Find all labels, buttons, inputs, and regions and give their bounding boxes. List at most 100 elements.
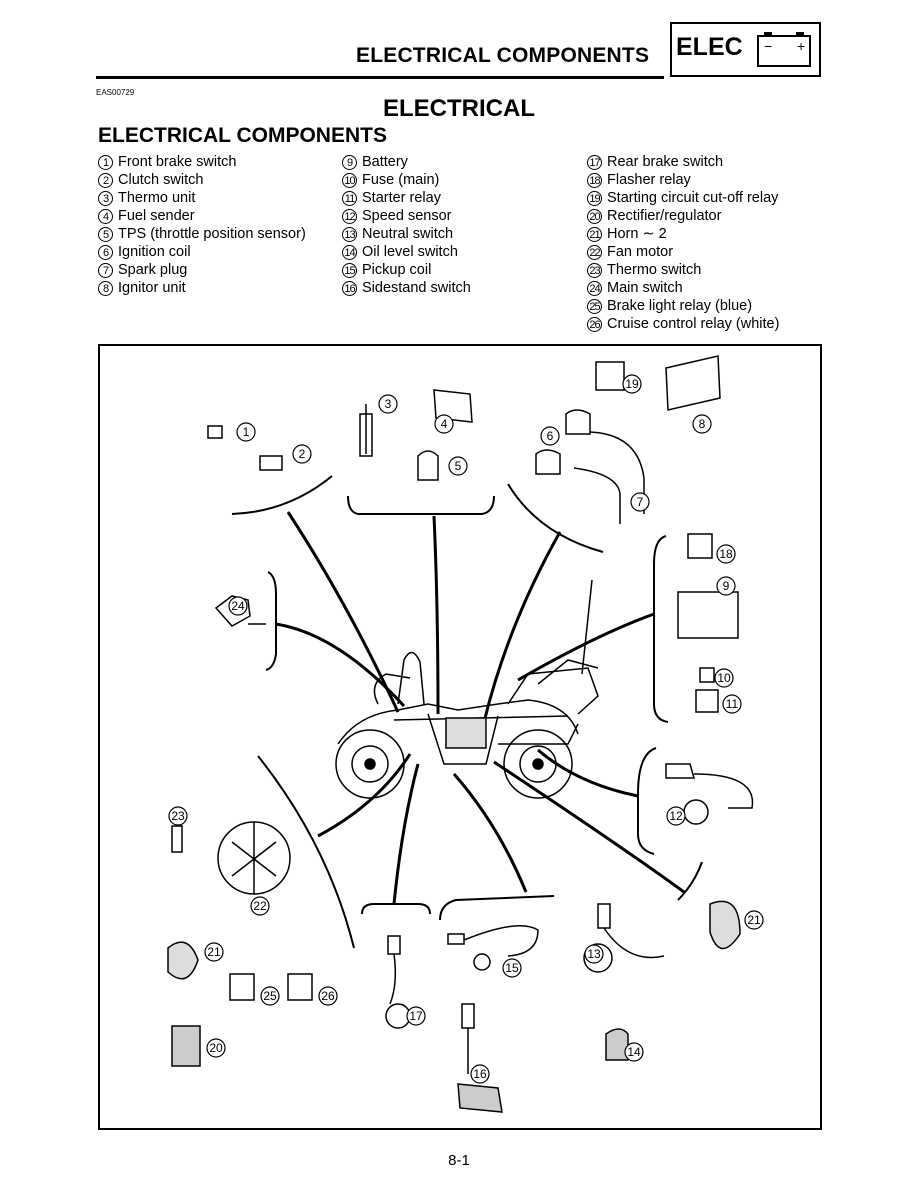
callout-15: 15 — [502, 958, 522, 978]
callout-label: 17 — [409, 1009, 423, 1023]
legend-number: 1 — [98, 154, 113, 170]
legend-number: 16 — [342, 280, 357, 296]
legend-label: Fuel sender — [118, 208, 195, 224]
legend-label: Speed sensor — [362, 208, 452, 224]
callout-label: 21 — [207, 945, 221, 959]
callout-4: 4 — [434, 414, 454, 434]
legend-number: 6 — [98, 244, 113, 260]
callout-21-right: 21 — [744, 910, 764, 930]
battery-plus: + — [797, 38, 805, 54]
legend-item: 16 Sidestand switch — [342, 279, 471, 297]
legend-number: 21 — [587, 226, 602, 242]
callout-label: 11 — [726, 697, 739, 711]
callout-21-left: 21 — [204, 942, 224, 962]
callout-label: 6 — [547, 429, 554, 443]
callout-label: 25 — [263, 989, 277, 1003]
legend-label: Rear brake switch — [607, 154, 724, 170]
legend-item: 10 Fuse (main) — [342, 171, 471, 189]
legend-label: Main switch — [607, 280, 683, 296]
callout-label: 14 — [627, 1045, 641, 1059]
callout-label: 1 — [243, 425, 250, 439]
legend-item: 12 Speed sensor — [342, 207, 471, 225]
legend-number: 20 — [587, 208, 602, 224]
page-header-title: ELECTRICAL COMPONENTS — [356, 44, 650, 67]
callout-label: 15 — [505, 961, 519, 975]
legend-item: 3 Thermo unit — [98, 189, 306, 207]
callout-label: 5 — [455, 459, 462, 473]
page-number: 8-1 — [448, 1152, 470, 1169]
legend-label: Fan motor — [607, 244, 674, 260]
callout-label: 7 — [637, 495, 644, 509]
legend-label: Spark plug — [118, 262, 188, 278]
legend-number: 14 — [342, 244, 357, 260]
legend-number: 3 — [98, 190, 113, 206]
legend-item: 17 Rear brake switch — [587, 153, 779, 171]
legend-item: 26 Cruise control relay (white) — [587, 315, 779, 333]
battery-icon: − + — [757, 32, 811, 67]
legend-label: Neutral switch — [362, 226, 454, 242]
battery-minus: − — [764, 38, 772, 54]
legend-label: Ignitor unit — [118, 280, 186, 296]
legend-number: 7 — [98, 262, 113, 278]
callout-3: 3 — [378, 394, 398, 414]
callout-label: 23 — [171, 809, 185, 823]
leader-lines — [275, 511, 685, 905]
callout-label: 20 — [209, 1041, 223, 1055]
legend-label: Sidestand switch — [362, 280, 471, 296]
diagram-frame — [98, 344, 822, 1130]
section-tab — [670, 22, 821, 77]
legend-number: 5 — [98, 226, 113, 242]
legend-item: 22 Fan motor — [587, 243, 779, 261]
callout-14: 14 — [624, 1042, 644, 1062]
legend-number: 23 — [587, 262, 602, 278]
callout-label: 16 — [473, 1067, 487, 1081]
legend-number: 17 — [587, 154, 602, 170]
legend-number: 12 — [342, 208, 357, 224]
callout-22: 22 — [250, 896, 270, 916]
legend-label: Starter relay — [362, 190, 441, 206]
callout-2: 2 — [292, 444, 312, 464]
callout-label: 24 — [231, 599, 245, 613]
legend-label: Thermo unit — [118, 190, 196, 206]
callout-11: 11 — [722, 694, 742, 714]
callout-1: 1 — [236, 422, 256, 442]
callout-label: 4 — [441, 417, 448, 431]
legend-number: 11 — [342, 190, 357, 206]
component-icons — [167, 355, 754, 1113]
callout-markers: 1 2 3 4 5 6 7 8 9 10 11 12 13 14 15 16 1… — [168, 374, 764, 1084]
legend-number: 26 — [587, 316, 602, 332]
callout-10: 10 — [714, 668, 734, 688]
callout-13: 13 — [584, 944, 604, 964]
callout-23: 23 — [168, 806, 188, 826]
legend-label: Rectifier/regulator — [607, 208, 722, 224]
legend-item: 23 Thermo switch — [587, 261, 779, 279]
legend-label: Fuse (main) — [362, 172, 440, 188]
callout-label: 2 — [299, 447, 306, 461]
callout-8: 8 — [692, 414, 712, 434]
legend-item: 20 Rectifier/regulator — [587, 207, 779, 225]
callout-25: 25 — [260, 986, 280, 1006]
legend-label: Cruise control relay (white) — [607, 316, 780, 332]
document-code: EAS00729 — [96, 88, 135, 97]
legend-label: Thermo switch — [607, 262, 702, 278]
legend-number: 22 — [587, 244, 602, 260]
legend-label: Clutch switch — [118, 172, 204, 188]
callout-label: 9 — [723, 579, 730, 593]
legend-item: 11 Starter relay — [342, 189, 471, 207]
callout-label: 26 — [321, 989, 335, 1003]
legend-number: 10 — [342, 172, 357, 188]
callout-9: 9 — [716, 576, 736, 596]
legend-item: 7 Spark plug — [98, 261, 306, 279]
callout-16: 16 — [470, 1064, 490, 1084]
callout-18: 18 — [716, 544, 736, 564]
